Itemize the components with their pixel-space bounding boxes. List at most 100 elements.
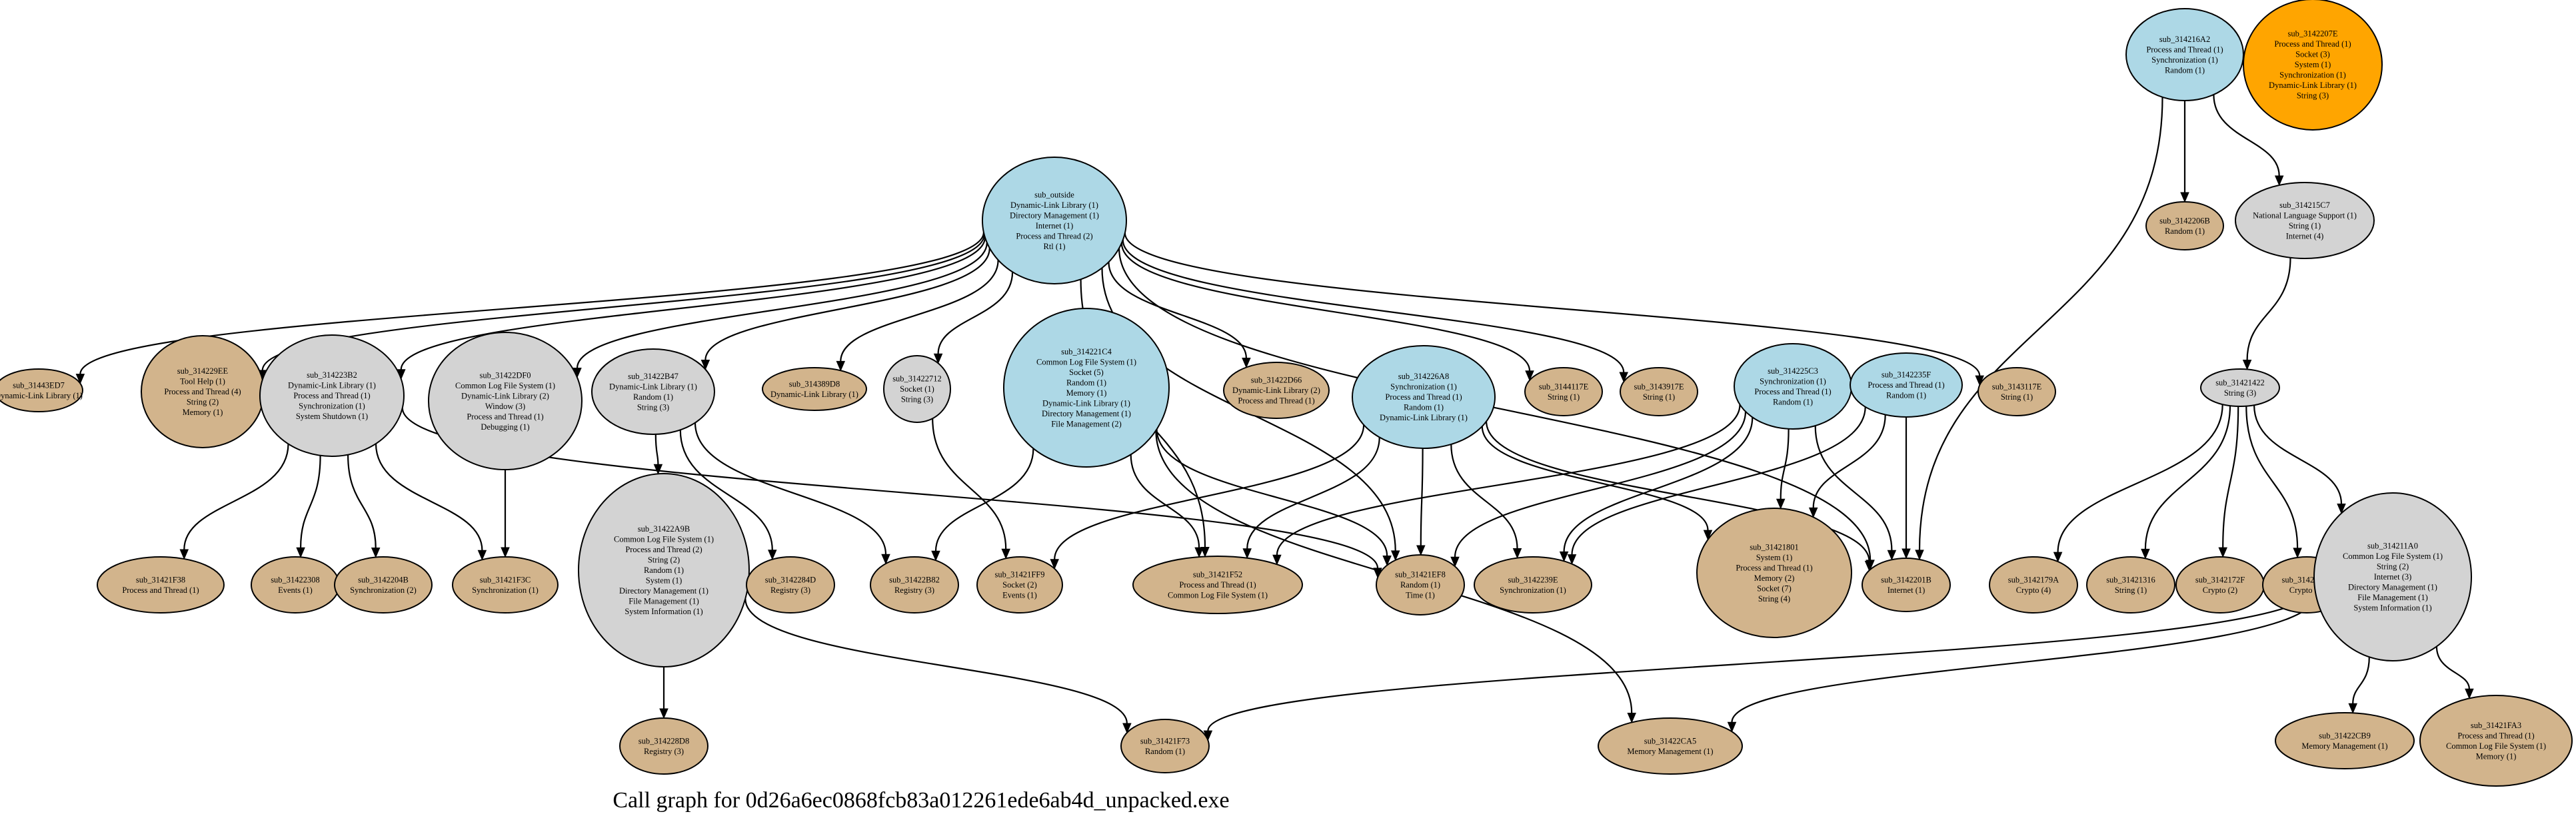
- node-api-line: Dynamic-Link Library (2): [461, 391, 549, 400]
- node-api-line: Random (1): [644, 566, 684, 575]
- node-title: sub_314228D8: [639, 736, 689, 745]
- node-ellipse: [259, 334, 405, 457]
- node-ellipse: [746, 556, 835, 614]
- edge-n235F-to-n39E: [1571, 406, 1866, 555]
- node-api-line: Dynamic-Link Library (1): [1010, 201, 1098, 210]
- node-api-line: String (2): [648, 556, 680, 565]
- edge-n5C3-to-n39E: [1563, 417, 1754, 552]
- arrowhead-n23B2-to-nF38: [179, 549, 189, 560]
- arrowhead-n1C4-to-n2B82: [931, 550, 940, 562]
- node-ellipse: [0, 368, 83, 412]
- edge-outside-to-n417E: [1120, 242, 1531, 371]
- edge-n235F-to-n1801: [1812, 414, 1886, 508]
- edge-n26A8-to-n39E: [1450, 444, 1518, 549]
- node-ellipse: [619, 717, 708, 775]
- arrowhead-n1422-to-n79A: [2053, 552, 2063, 563]
- node-ellipse: [97, 556, 225, 614]
- node-api-line: Process and Thread (1): [1179, 580, 1256, 590]
- node-ellipse: [883, 355, 951, 423]
- edge-outside-to-n2B47: [704, 248, 990, 360]
- node-title: sub_3142201B: [1881, 575, 1932, 584]
- node-api-line: Random (1): [2165, 65, 2205, 75]
- node-api-line: String (3): [637, 402, 669, 412]
- node-api-line: Common Log File System (1): [2343, 552, 2443, 561]
- node-api-line: Process and Thread (1): [1868, 380, 1944, 390]
- arrowhead-n26A8-to-n39E: [1512, 548, 1522, 559]
- edge-outside-to-n117E: [1124, 232, 1981, 376]
- node-api-line: Process and Thread (1): [1736, 563, 1812, 572]
- node-ellipse: [2086, 556, 2175, 614]
- node-api-line: National Language Support (1): [2253, 210, 2357, 220]
- arrowhead-n5C3-to-nF52: [1272, 554, 1282, 566]
- arrowhead-n1A0-to-nCB9: [2348, 703, 2357, 714]
- arrowhead-n16A2-to-n201B: [1915, 550, 1924, 561]
- edge-n5C3-to-n1801: [1780, 428, 1790, 500]
- node-ellipse: [2419, 695, 2573, 787]
- node-api-line: Common Log File System (1): [455, 381, 555, 390]
- node-api-line: Rtl (1): [1044, 242, 1066, 251]
- node-title: sub_outside: [1034, 190, 1074, 199]
- node-api-line: Directory Management (1): [1042, 409, 1131, 418]
- node-api-line: Memory (2): [1754, 574, 1795, 583]
- node-ellipse: [870, 556, 959, 614]
- node-api-line: Common Log File System (1): [614, 535, 714, 544]
- arrowhead-n5C7-to-n1422: [2242, 360, 2252, 370]
- node-api-line: Random (1): [1145, 747, 1185, 756]
- node-title: sub_31443ED7: [13, 380, 65, 390]
- node-ellipse: [2243, 0, 2383, 131]
- arrowhead-n1C4-to-nF52: [1194, 547, 1204, 558]
- edge-n2B47-to-nA9B: [654, 434, 659, 465]
- arrowhead-nA9B-to-n8D8: [659, 708, 668, 719]
- node-api-line: Process and Thread (1): [1385, 392, 1462, 402]
- node-api-line: Random (1): [1400, 580, 1440, 590]
- node-title: sub_314221C4: [1061, 347, 1112, 356]
- node-title: sub_3142206B: [2159, 216, 2210, 225]
- arrowhead-outside-to-nF52: [1200, 547, 1210, 558]
- node-api-line: Synchronization (1): [1760, 376, 1826, 386]
- node-api-line: Internet (1): [1888, 586, 1926, 595]
- node-ellipse: [1696, 508, 1852, 638]
- arrowhead-outside-to-n2712: [933, 353, 943, 364]
- graph-caption: Call graph for 0d26a6ec0868fcb83a012261e…: [613, 788, 1229, 813]
- node-api-line: String (1): [1548, 392, 1580, 402]
- node-title: sub_31422D66: [1251, 376, 1302, 385]
- node-api-line: Dynamic-Link Library (1): [0, 391, 83, 400]
- edge-n1C4-to-nF52: [1130, 454, 1200, 548]
- node-ellipse: [1862, 558, 1951, 612]
- node-api-line: String (2): [187, 398, 219, 407]
- node-api-line: Process and Thread (2): [1016, 231, 1092, 240]
- node-api-line: System (1): [2295, 60, 2331, 69]
- edge-outside-to-n2D66: [1108, 262, 1247, 358]
- node-title: sub_3144117E: [1539, 382, 1589, 391]
- node-api-line: Time (1): [1406, 591, 1435, 600]
- edge-n1422-to-n72F: [2222, 406, 2239, 548]
- edge-n16A2-to-n5C7: [2213, 94, 2280, 177]
- edge-outside-to-n2712: [937, 272, 1014, 354]
- node-api-line: Dynamic-Link Library (1): [288, 381, 376, 390]
- node-api-line: Socket (7): [1757, 584, 1792, 593]
- arrowhead-nA9B-to-nF73: [1122, 723, 1132, 734]
- node-ellipse: [982, 157, 1127, 284]
- node-ellipse: [1620, 367, 1698, 416]
- node-api-line: Registry (3): [644, 747, 684, 756]
- edge-n1A0-to-nF73: [1207, 588, 2316, 731]
- node-api-line: Process and Thread (2): [625, 545, 702, 554]
- node-title: sub_3142179A: [2008, 575, 2059, 584]
- edge-n23B2-to-nF38: [183, 444, 289, 550]
- node-api-line: Memory Management (1): [2301, 741, 2387, 751]
- node-api-line: Memory (1): [183, 408, 223, 417]
- node-title: sub_31422308: [271, 575, 320, 584]
